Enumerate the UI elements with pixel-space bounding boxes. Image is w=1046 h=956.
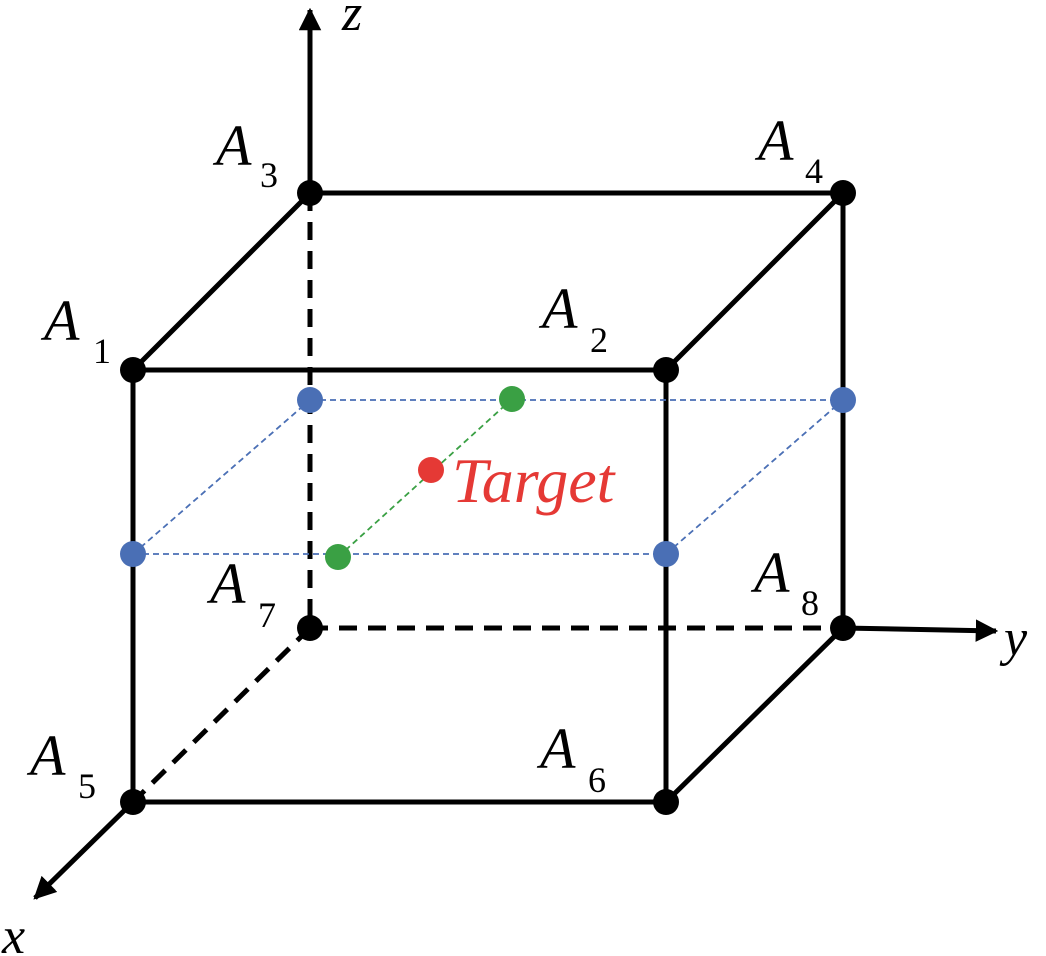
z-axis-label: z xyxy=(341,0,362,42)
vertex-label-a1-letter: A xyxy=(40,288,80,353)
line-points xyxy=(325,386,525,570)
line-point-front xyxy=(325,544,351,570)
plane-point-back-right xyxy=(830,387,856,413)
target-label: Target xyxy=(452,445,617,516)
edge-a2-a4 xyxy=(663,190,846,373)
vertex-label-a8-letter: A xyxy=(750,540,790,605)
vertex-a6 xyxy=(653,789,679,815)
vertex-label-a2-index: 2 xyxy=(590,320,608,360)
plane-point-front-left xyxy=(120,541,146,567)
vertex-label-a1: A 1 xyxy=(40,288,111,371)
vertex-a4 xyxy=(830,180,856,206)
vertex-a5 xyxy=(120,789,146,815)
vertex-a3 xyxy=(297,180,323,206)
plane-points xyxy=(120,387,856,567)
y-axis-label: y xyxy=(999,610,1028,667)
vertex-a1 xyxy=(120,357,146,383)
plane-point-back-left xyxy=(297,387,323,413)
vertex-label-a4-letter: A xyxy=(754,108,794,173)
vertex-label-a7-letter: A xyxy=(206,551,246,616)
interpolation-line xyxy=(337,398,513,558)
y-axis xyxy=(842,619,999,642)
line-point-back xyxy=(499,386,525,412)
vertex-label-a6-index: 6 xyxy=(588,760,606,800)
vertex-label-a3: A 3 xyxy=(212,113,278,195)
x-axis xyxy=(33,800,135,900)
plane-point-front-right xyxy=(653,541,679,567)
edge-a7-a5 xyxy=(131,626,312,804)
vertex-points xyxy=(120,180,856,815)
vertex-label-a8-index: 8 xyxy=(801,583,819,623)
plane-edge-right xyxy=(665,399,844,555)
vertex-label-a8: A 8 xyxy=(750,540,819,623)
vertex-label-a5-index: 5 xyxy=(78,766,96,806)
vertex-label-a6: A 6 xyxy=(536,716,606,800)
vertex-label-a1-index: 1 xyxy=(93,331,111,371)
vertex-label-a3-index: 3 xyxy=(260,155,278,195)
axes xyxy=(33,7,999,900)
vertex-a8 xyxy=(830,615,856,641)
vertex-label-a2-letter: A xyxy=(538,276,578,341)
vertex-label-a6-letter: A xyxy=(536,716,576,781)
vertex-a7 xyxy=(297,615,323,641)
vertex-label-a4: A 4 xyxy=(754,108,823,191)
vertex-label-a5-letter: A xyxy=(26,723,66,788)
vertex-a2 xyxy=(653,357,679,383)
edge-a1-a3 xyxy=(130,190,313,373)
vertex-label-a4-index: 4 xyxy=(805,151,823,191)
vertex-label-a7: A 7 xyxy=(206,551,276,635)
target-point xyxy=(418,457,444,483)
vertex-label-a2: A 2 xyxy=(538,276,608,360)
plane-edge-left xyxy=(132,399,311,555)
vertex-label-a3-letter: A xyxy=(212,113,252,178)
interpolation-plane xyxy=(132,399,844,555)
edge-a6-a8 xyxy=(663,625,846,805)
vertex-label-a5: A 5 xyxy=(26,723,96,806)
x-axis-label: x xyxy=(1,908,25,956)
vertex-label-a7-index: 7 xyxy=(258,595,276,635)
